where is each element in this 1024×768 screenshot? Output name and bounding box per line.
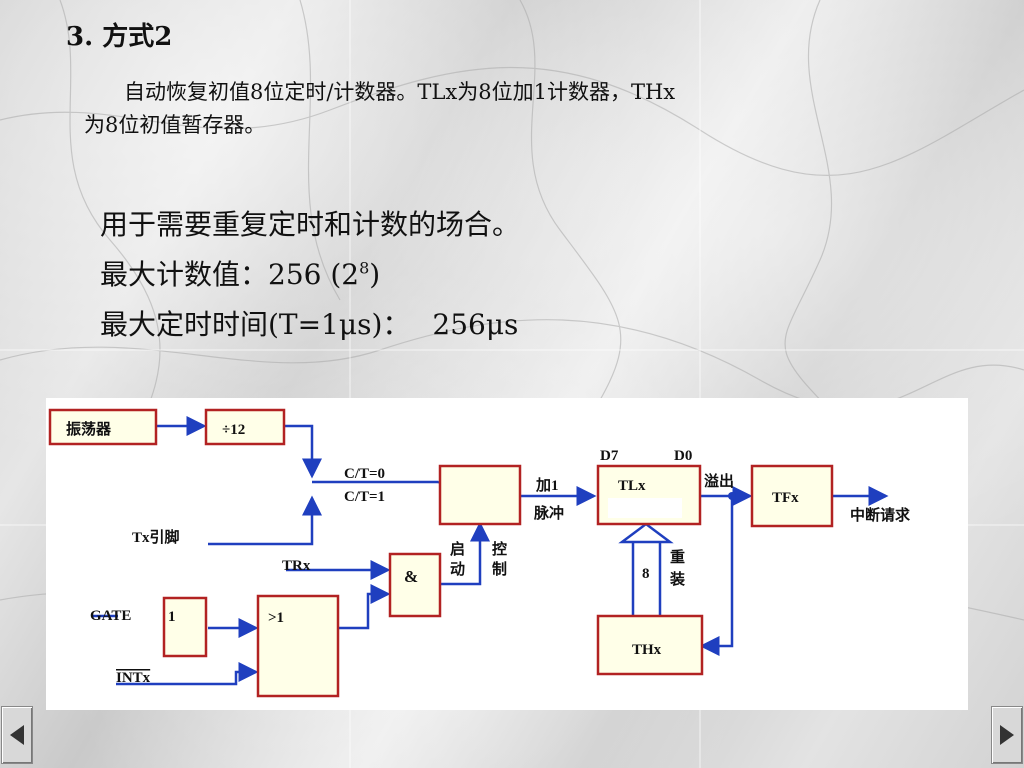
slide-title: 3. 方式2 <box>66 22 173 52</box>
divider-label: ÷12 <box>222 422 245 438</box>
tx-pin-label: Tx引脚 <box>132 529 180 546</box>
start-label-2: 动 <box>450 560 465 578</box>
trx-label: TRx <box>282 558 311 574</box>
reload-label-1: 重 <box>670 548 685 566</box>
triangle-right-icon <box>1000 725 1014 745</box>
int-label: INTx <box>116 670 151 686</box>
and-gate-label: & <box>404 567 418 586</box>
oscillator-label: 振荡器 <box>66 420 112 438</box>
prev-slide-button[interactable] <box>1 706 33 764</box>
next-slide-button[interactable] <box>991 706 1023 764</box>
description-text: 自动恢复初值8位定时/计数器。TLx为8位加1计数器，THx为8位初值暂存器。 <box>84 80 676 137</box>
d0-label: D0 <box>674 448 692 464</box>
timer-mode2-diagram: 振荡器 ÷12 C/T=0 C/T=1 Tx引脚 TRx GATE INTx 1… <box>46 398 968 710</box>
start-label-1: 启 <box>450 540 465 558</box>
max-count-text: 最大计数值：256 (28) <box>100 258 381 291</box>
or-gate-label: >1 <box>268 610 284 626</box>
reload-label-2: 装 <box>669 570 686 588</box>
inverter-label: 1 <box>168 609 176 625</box>
tlx-label: TLx <box>618 478 646 494</box>
interrupt-label: 中断请求 <box>850 506 911 524</box>
max-time-text: 最大定时时间(T=1μs)：256μs <box>100 308 519 341</box>
overflow-label: 溢出 <box>704 472 734 490</box>
d7-label: D7 <box>600 448 619 464</box>
triangle-left-icon <box>10 725 24 745</box>
ct0-label: C/T=0 <box>344 466 385 482</box>
ct1-label: C/T=1 <box>344 489 385 505</box>
usage-text: 用于需要重复定时和计数的场合。 <box>100 208 521 241</box>
thx-label: THx <box>632 642 662 658</box>
control-label-2: 制 <box>492 560 507 578</box>
width-8-label: 8 <box>642 566 650 582</box>
tfx-label: TFx <box>772 490 799 506</box>
pulse-label: 脉冲 <box>533 504 564 522</box>
add1-label: 加1 <box>535 477 559 494</box>
control-label-1: 控 <box>492 540 507 558</box>
gate-label: GATE <box>90 608 131 624</box>
